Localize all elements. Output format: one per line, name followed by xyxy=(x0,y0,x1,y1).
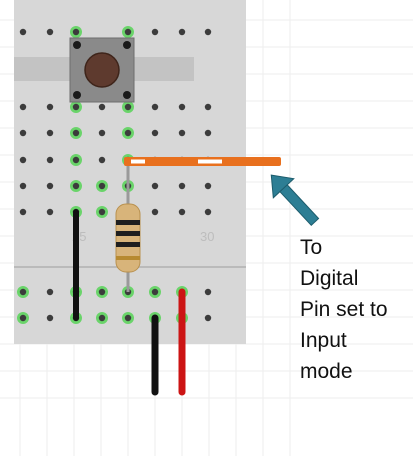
callout-line: To xyxy=(300,236,323,259)
breadboard-hole xyxy=(19,28,27,36)
breadboard-hole xyxy=(204,288,212,296)
breadboard-hole xyxy=(98,156,106,164)
breadboard-hole xyxy=(72,156,80,164)
breadboard-hole xyxy=(124,103,132,111)
callout-arrow-icon xyxy=(270,174,320,226)
breadboard-hole xyxy=(46,288,54,296)
digital-pin-callout: To Digital Pin set to Input mode xyxy=(300,232,410,387)
breadboard-hole xyxy=(98,208,106,216)
breadboard-hole xyxy=(151,182,159,190)
breadboard-hole xyxy=(204,103,212,111)
breadboard-hole xyxy=(178,182,186,190)
breadboard-hole xyxy=(46,182,54,190)
breadboard-hole xyxy=(46,103,54,111)
breadboard-hole xyxy=(19,208,27,216)
breadboard-hole xyxy=(151,28,159,36)
callout-line: Input xyxy=(300,329,347,352)
breadboard-hole xyxy=(19,182,27,190)
breadboard-hole xyxy=(178,103,186,111)
breadboard-hole xyxy=(98,288,106,296)
breadboard-hole xyxy=(204,182,212,190)
breadboard-hole xyxy=(178,208,186,216)
breadboard-hole xyxy=(151,208,159,216)
breadboard-hole xyxy=(19,288,27,296)
breadboard-hole xyxy=(124,28,132,36)
breadboard-hole xyxy=(19,314,27,322)
breadboard-hole xyxy=(46,208,54,216)
breadboard-hole xyxy=(204,28,212,36)
breadboard-hole xyxy=(98,103,106,111)
pushbutton-icon xyxy=(69,37,135,103)
breadboard-hole xyxy=(151,129,159,137)
callout-line: mode xyxy=(300,360,353,383)
column-label-30: 30 xyxy=(200,229,214,244)
breadboard-hole xyxy=(46,28,54,36)
breadboard-hole xyxy=(204,208,212,216)
breadboard-hole xyxy=(72,129,80,137)
breadboard-hole xyxy=(72,28,80,36)
breadboard-hole xyxy=(178,129,186,137)
breadboard-hole xyxy=(204,129,212,137)
breadboard-hole xyxy=(98,314,106,322)
breadboard-hole xyxy=(124,129,132,137)
orange-wire xyxy=(124,157,281,166)
breadboard-hole xyxy=(124,314,132,322)
breadboard-hole xyxy=(46,129,54,137)
breadboard-hole xyxy=(151,103,159,111)
breadboard-hole xyxy=(19,129,27,137)
breadboard-hole xyxy=(72,182,80,190)
breadboard-hole xyxy=(98,182,106,190)
breadboard-hole xyxy=(72,103,80,111)
breadboard-hole xyxy=(46,156,54,164)
breadboard-hole xyxy=(19,103,27,111)
breadboard-hole xyxy=(204,314,212,322)
breadboard-hole xyxy=(19,156,27,164)
resistor-icon xyxy=(115,203,141,273)
breadboard-hole xyxy=(98,129,106,137)
callout-line: Digital xyxy=(300,267,359,290)
breadboard-hole xyxy=(178,28,186,36)
breadboard-hole xyxy=(151,288,159,296)
callout-line: Pin set to xyxy=(300,298,388,321)
breadboard-hole xyxy=(46,314,54,322)
